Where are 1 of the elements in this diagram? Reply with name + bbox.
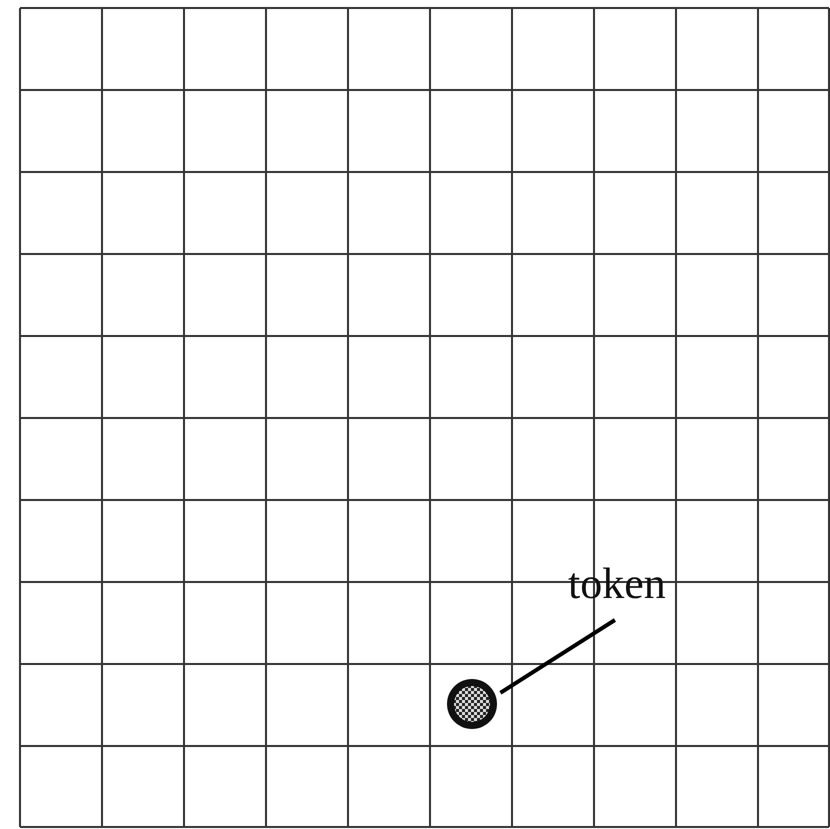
leader-line xyxy=(499,618,616,695)
